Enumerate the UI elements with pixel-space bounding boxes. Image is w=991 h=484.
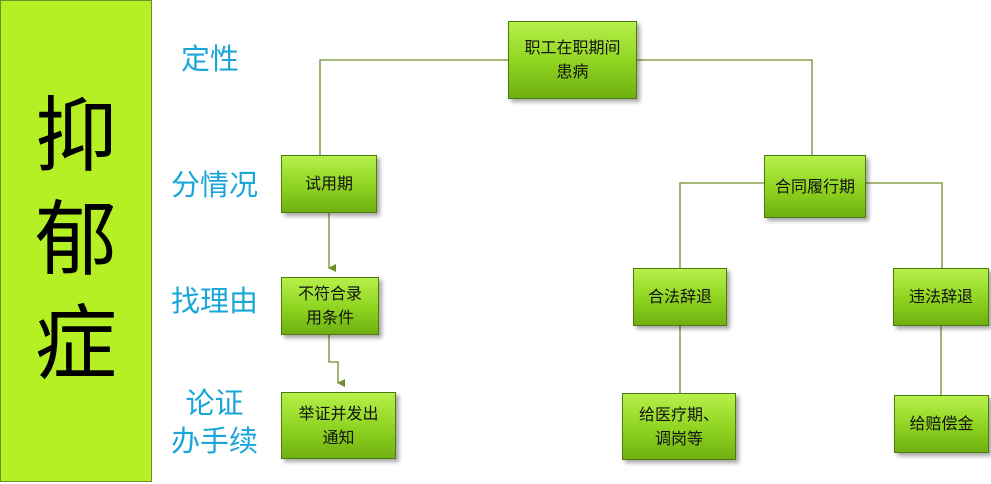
side-title-text: 抑郁症 <box>34 89 117 392</box>
node-compensation: 给赔偿金 <box>894 395 989 453</box>
node-not-qualified: 不符合录 用条件 <box>281 277 379 335</box>
connector-root-probation <box>319 59 508 155</box>
connector-root-contract <box>637 59 813 155</box>
stage-label-procedures: 论证 办手续 <box>170 386 258 458</box>
connector-contract-unlawful <box>866 182 943 268</box>
side-title-panel: 抑郁症 <box>0 0 152 482</box>
node-evidence-notice: 举证并发出 通知 <box>281 392 396 459</box>
connector-contract-lawful <box>679 182 764 268</box>
node-probation: 试用期 <box>281 155 377 213</box>
stage-label-characterize: 定性 <box>180 42 239 76</box>
node-contract-period: 合同履行期 <box>764 155 866 218</box>
node-unlawful-dismissal: 违法辞退 <box>893 268 989 326</box>
node-lawful-dismissal: 合法辞退 <box>633 268 727 326</box>
connector-unqualified-evidence <box>328 335 345 387</box>
stage-label-reasons: 找理由 <box>170 284 258 318</box>
node-employee-illness: 职工在职期间 患病 <box>508 21 637 99</box>
stage-label-cases: 分情况 <box>170 168 258 202</box>
node-medical-period: 给医疗期、 调岗等 <box>622 393 736 460</box>
